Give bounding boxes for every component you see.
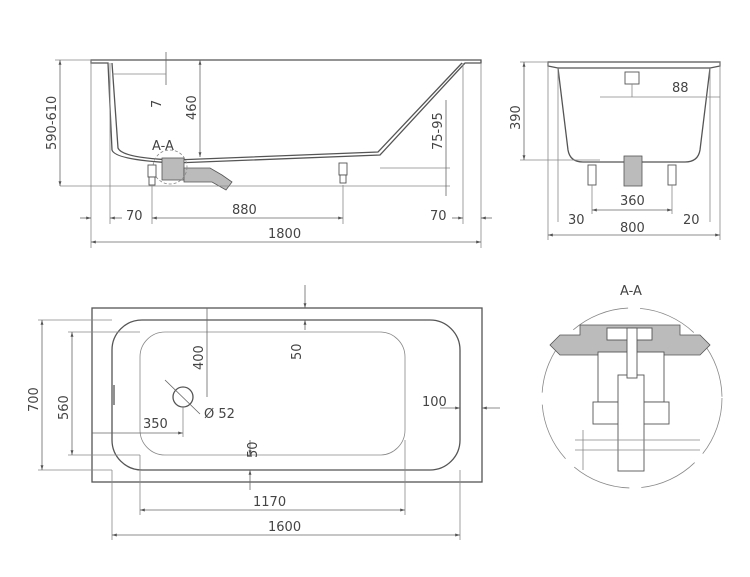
leg-left [147, 164, 157, 178]
leg-spacing-label: 880 [232, 203, 257, 218]
drain-diameter-label: Ø 52 [204, 407, 235, 422]
bottom-margin-label: 50 [246, 441, 261, 458]
inner-width-label: 560 [57, 395, 72, 420]
inner-length-label: 1170 [253, 495, 286, 510]
slope-offset-label: 75-95 [431, 112, 446, 150]
detail-title: A-A [620, 284, 642, 299]
length-label: 1800 [268, 227, 301, 242]
leg-spacing-label: 360 [620, 194, 645, 209]
outer-length-label: 1600 [268, 520, 301, 535]
drain-pipe [617, 374, 645, 472]
left-offset-label: 70 [126, 209, 143, 224]
drain-assembly [161, 157, 185, 181]
tub-side-profile [90, 59, 482, 164]
drain-offset-label: 88 [672, 81, 689, 96]
drain-assembly [623, 155, 643, 187]
width-label: 700 [27, 387, 42, 412]
tub-floor [139, 331, 406, 456]
right-offset-label: 20 [683, 213, 700, 228]
end-view: 88 390 360 30 20 800 [509, 61, 721, 240]
right-offset-label: 70 [430, 209, 447, 224]
depth-label: 460 [185, 95, 200, 120]
depth-label: 390 [509, 105, 524, 130]
height-label: 590-610 [45, 96, 60, 150]
right-margin-label: 100 [422, 395, 447, 410]
leg-right [338, 162, 348, 176]
left-offset-label: 30 [568, 213, 585, 228]
side-view: 590-610 7 460 A-A 75-95 70 880 70 1800 [45, 52, 492, 248]
tub-end-profile [547, 61, 721, 163]
top-margin-label: 50 [290, 343, 305, 360]
tub-outline [91, 307, 483, 483]
detail-section-a-a: A-A [541, 284, 723, 489]
overflow-depth-label: 7 [150, 100, 165, 108]
drain-y-label: 400 [192, 345, 207, 370]
tub-rim-inner [111, 319, 461, 471]
top-view: Ø 52 700 560 400 50 100 350 50 1170 1600 [27, 285, 500, 540]
width-label: 800 [620, 221, 645, 236]
drain-x-label: 350 [143, 417, 168, 432]
section-marker: A-A [152, 139, 174, 154]
